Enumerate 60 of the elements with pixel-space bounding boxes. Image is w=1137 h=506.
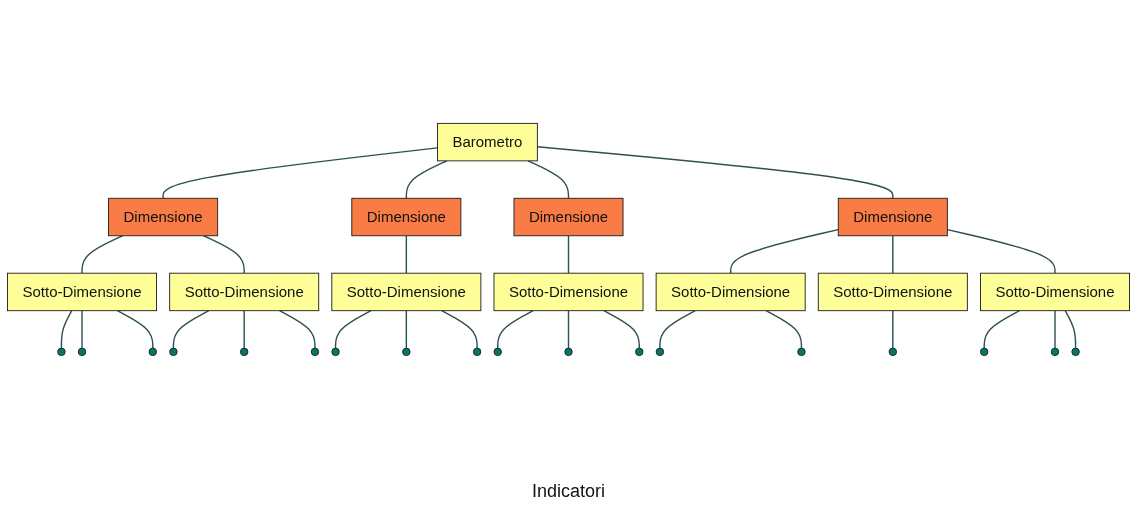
node-box: Sotto-Dimensione bbox=[655, 272, 806, 312]
connector bbox=[729, 228, 839, 274]
node-box: Sotto-Dimensione bbox=[7, 272, 157, 312]
node-oval bbox=[239, 347, 249, 357]
connector bbox=[497, 309, 534, 349]
connector bbox=[567, 309, 570, 349]
connector bbox=[765, 309, 803, 349]
node-oval bbox=[493, 347, 502, 357]
connector bbox=[983, 309, 1021, 349]
connector bbox=[81, 309, 83, 349]
node-oval bbox=[472, 347, 482, 357]
node-box: Dimensione bbox=[351, 197, 462, 237]
node-oval bbox=[1050, 347, 1060, 357]
node-oval bbox=[77, 347, 87, 357]
connector bbox=[892, 309, 894, 349]
node-oval bbox=[1071, 347, 1080, 357]
node-oval bbox=[169, 347, 178, 357]
connector bbox=[334, 309, 372, 349]
connector bbox=[202, 235, 245, 274]
connector bbox=[892, 235, 894, 274]
connector bbox=[603, 309, 640, 349]
connector bbox=[1064, 309, 1077, 349]
connector bbox=[946, 228, 1056, 274]
connector bbox=[567, 235, 570, 274]
connector bbox=[527, 160, 570, 199]
connector bbox=[81, 235, 124, 274]
node-oval bbox=[310, 347, 320, 357]
node-oval bbox=[148, 347, 157, 357]
node-oval bbox=[57, 347, 66, 357]
connector bbox=[405, 235, 408, 274]
node-box: Barometro bbox=[437, 122, 538, 162]
node-box: Sotto-Dimensione bbox=[331, 272, 482, 312]
connector bbox=[1054, 309, 1056, 349]
caption-text: Indicatori bbox=[531, 481, 605, 501]
connector bbox=[405, 160, 448, 199]
connector bbox=[278, 309, 316, 349]
node-oval bbox=[564, 347, 573, 357]
node-oval bbox=[635, 347, 644, 357]
node-box: Dimensione bbox=[837, 197, 948, 237]
connector bbox=[659, 309, 696, 349]
connector bbox=[172, 309, 210, 349]
connector bbox=[405, 309, 408, 349]
node-oval bbox=[888, 347, 898, 357]
connector bbox=[243, 309, 245, 349]
connector bbox=[536, 146, 894, 199]
node-oval bbox=[797, 347, 806, 357]
connector bbox=[162, 147, 439, 199]
node-oval bbox=[980, 347, 989, 357]
node-oval bbox=[402, 347, 411, 357]
node-box: Sotto-Dimensione bbox=[169, 272, 320, 312]
connector bbox=[441, 309, 478, 349]
node-box: Sotto-Dimensione bbox=[817, 272, 968, 312]
connector bbox=[116, 309, 154, 349]
node-box: Sotto-Dimensione bbox=[493, 272, 644, 312]
node-oval bbox=[331, 347, 340, 357]
node-box: Dimensione bbox=[513, 197, 624, 237]
node-box: Sotto-Dimensione bbox=[980, 272, 1130, 312]
node-box: Dimensione bbox=[108, 197, 219, 237]
node-oval bbox=[655, 347, 665, 357]
connector bbox=[60, 309, 73, 349]
